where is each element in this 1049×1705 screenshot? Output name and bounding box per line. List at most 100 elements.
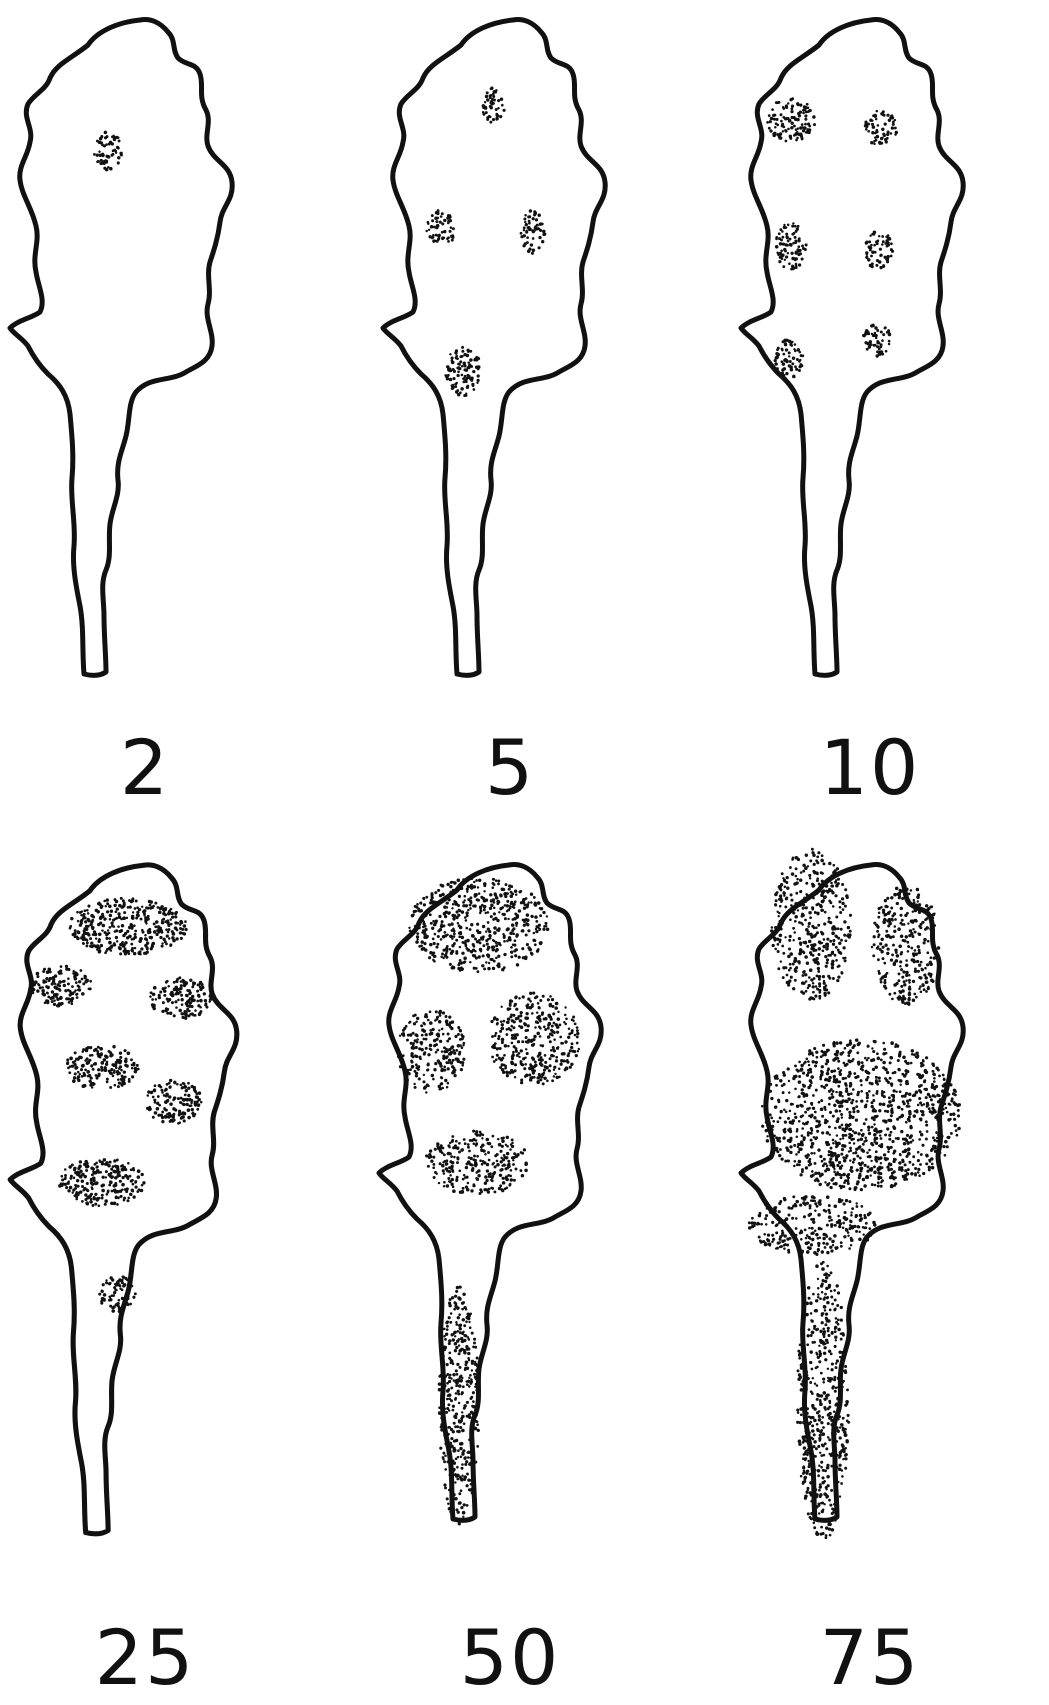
stipple-dot: [474, 1420, 477, 1423]
stipple-dot: [886, 255, 889, 258]
stipple-dot: [458, 1338, 461, 1341]
stipple-dot: [518, 890, 521, 893]
stipple-dot: [824, 994, 827, 997]
stipple-dot: [823, 862, 826, 865]
stipple-dot: [447, 1403, 450, 1406]
stipple-dot: [810, 1102, 813, 1105]
panel-label-25: 25: [0, 1620, 290, 1696]
stipple-dot: [779, 256, 782, 259]
stipple-dot: [844, 905, 847, 908]
stipple-dot: [455, 1439, 458, 1442]
stipple-dot: [144, 944, 148, 948]
stipple-dot: [553, 1022, 556, 1025]
stipple-dot: [821, 854, 824, 857]
stipple-dot: [923, 988, 926, 991]
stipple-dot: [901, 1108, 904, 1111]
stipple-dot: [463, 1334, 466, 1337]
stipple-dot: [529, 1006, 532, 1009]
stipple-dot: [507, 1045, 510, 1048]
stipple-dot: [96, 140, 99, 143]
stipple-dot: [429, 1021, 433, 1025]
stipple-dot: [891, 1140, 894, 1143]
stipple-dot: [452, 1373, 455, 1376]
stipple-dot: [474, 938, 477, 941]
stipple-dot: [515, 933, 518, 936]
stipple-dot: [133, 924, 136, 927]
stipple-dot: [811, 908, 814, 911]
stipple-dot: [841, 972, 844, 975]
stipple-dot: [797, 902, 800, 905]
stipple-dot: [439, 1014, 442, 1017]
stipple-dot: [96, 944, 99, 947]
stipple-dot: [449, 891, 452, 894]
stipple-dot: [498, 1143, 502, 1147]
stipple-dot: [134, 933, 137, 936]
stipple-dot: [887, 911, 891, 915]
stipple-dot: [447, 1439, 450, 1442]
stipple-dot: [468, 363, 472, 367]
stipple-dot: [459, 1044, 462, 1047]
stipple-dot: [465, 1345, 468, 1348]
stipple-dot: [449, 1474, 452, 1477]
stipple-dot: [442, 1011, 445, 1014]
stipple-dot: [432, 1078, 435, 1081]
stipple-dot: [510, 951, 513, 954]
stipple-dot: [511, 1019, 514, 1022]
stipple-dot: [576, 1035, 579, 1038]
stipple-dot: [785, 966, 788, 969]
stipple-dot: [422, 897, 425, 900]
stipple-dot: [503, 1163, 506, 1166]
stipple-dot: [415, 1046, 418, 1049]
stipple-dot: [165, 928, 168, 931]
stipple-dot: [830, 882, 833, 885]
stipple-dot: [461, 374, 464, 377]
stipple-dot: [159, 990, 162, 993]
stipple-dot: [847, 1093, 850, 1096]
stipple-dot: [920, 991, 923, 994]
stipple-dot: [801, 123, 804, 126]
stipple-dot: [497, 1037, 500, 1040]
stipple-dot: [85, 925, 88, 928]
stipple-dot: [770, 929, 773, 932]
stipple-dot: [790, 976, 793, 979]
stipple-dot: [495, 941, 498, 944]
stipple-dot: [423, 942, 426, 945]
stipple-dot: [478, 892, 481, 895]
stipple-dot: [506, 1021, 509, 1024]
stipple-dot: [492, 118, 495, 121]
stipple-dot: [815, 985, 818, 988]
stipple-dot: [908, 899, 911, 902]
stipple-dot: [121, 1289, 124, 1292]
stipple-dot: [883, 134, 886, 137]
stipple-dot: [422, 929, 425, 932]
stipple-dot: [91, 1188, 94, 1191]
stipple-dot: [501, 1023, 504, 1026]
stipple-dot: [575, 1054, 578, 1057]
stipple-dot: [499, 1047, 502, 1050]
stipple-dot: [118, 1081, 121, 1084]
stipple-dot: [493, 912, 496, 915]
stipple-dot: [911, 935, 914, 938]
stipple-dot: [513, 906, 516, 909]
stipple-dot: [501, 1041, 504, 1044]
stipple-dot: [409, 1068, 412, 1071]
stipple-dot: [918, 903, 921, 906]
stipple-dot: [794, 920, 797, 923]
stipple-dot: [455, 1392, 458, 1395]
stipple-dot: [53, 1003, 56, 1006]
stipple-dot: [537, 948, 540, 951]
stipple-dot: [425, 1154, 428, 1157]
stipple-dot: [788, 355, 790, 357]
stipple-dot: [127, 950, 130, 953]
stipple-dot: [792, 987, 795, 990]
stipple-dot: [556, 1031, 559, 1034]
stipple-dot: [525, 1036, 528, 1039]
stipple-dot: [862, 334, 865, 337]
stipple-dot: [447, 911, 450, 914]
stipple-dot: [897, 1068, 900, 1071]
stipple-dot: [452, 1493, 455, 1496]
stipple-dot: [891, 953, 894, 956]
stipple-dot: [915, 903, 918, 906]
stipple-dot: [42, 993, 46, 997]
stipple-dot: [790, 893, 793, 896]
